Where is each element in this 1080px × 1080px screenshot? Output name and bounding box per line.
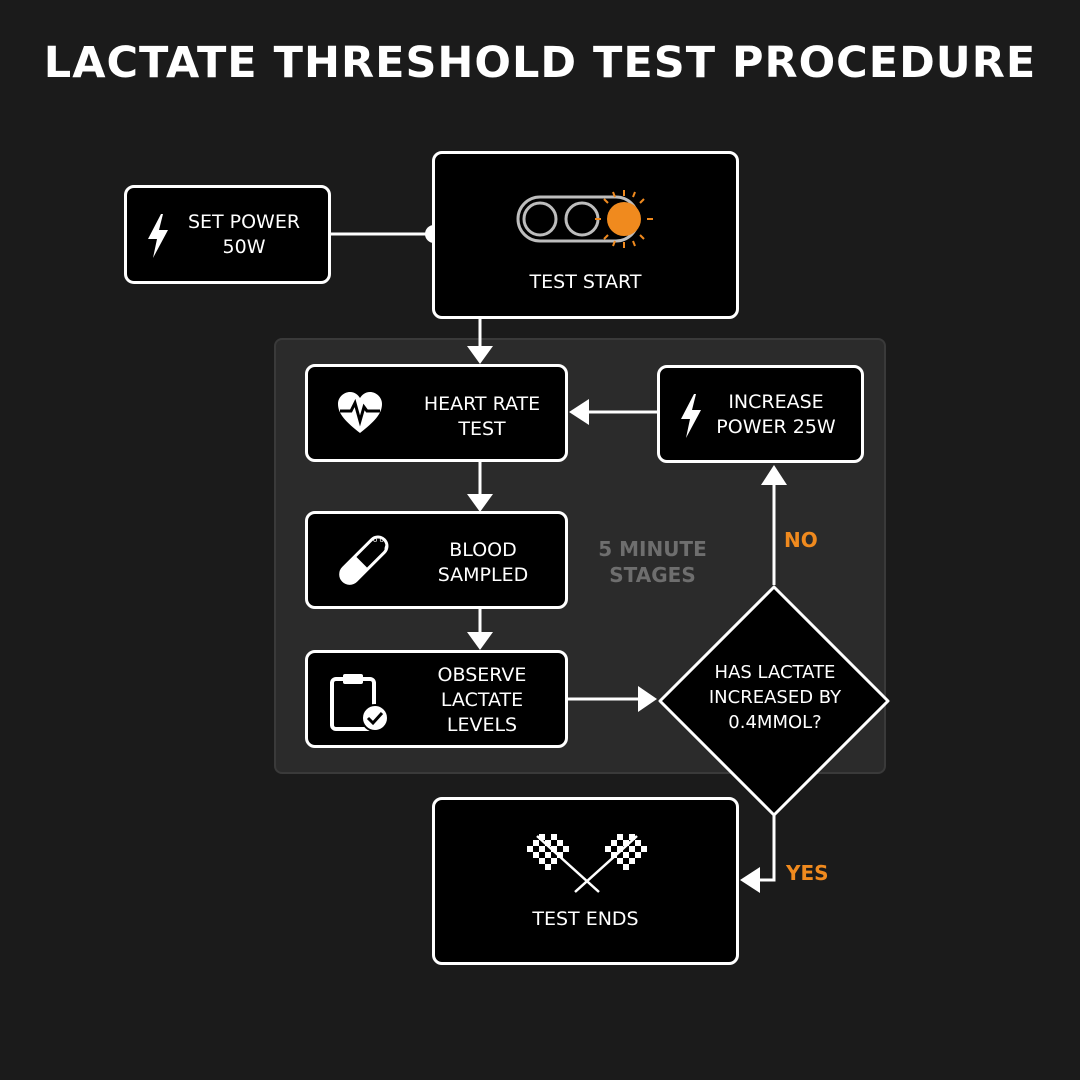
set-power-label: SET POWER 50W [187,211,301,258]
svg-text:o o: o o [373,536,384,544]
test-ends-label: TEST ENDS [532,908,639,930]
decision-label: HAS LACTATE INCREASED BY 0.4MMOL? [708,662,842,733]
arrow-head [569,399,589,425]
arrow-head [740,867,760,893]
lightning-icon [148,214,168,258]
blood-sampled-box: o o BLOOD SAMPLED [305,511,568,609]
test-tube-icon: o o [339,535,389,585]
branch-yes-label: YES [786,861,829,885]
set-power-box: SET POWER 50W [124,185,331,284]
heart-rate-box: HEART RATE TEST [305,364,568,462]
branch-no-label: NO [784,528,818,552]
connector-decision-end [758,815,776,882]
increase-power-label: INCREASE POWER 25W [716,391,836,438]
test-ends-box: TEST ENDS [432,797,739,965]
arrow-head [467,494,493,512]
test-start-box: TEST START [432,151,739,319]
lightning-icon [681,394,701,438]
observe-lactate-label: OBSERVE LACTATE LEVELS [437,664,527,736]
arrow-head [467,632,493,650]
checkered-flags-icon [527,834,647,893]
arrow-head [761,465,787,485]
heart-rate-icon [338,392,382,433]
arrow-head [467,346,493,364]
start-lights-icon [516,190,653,248]
page-title: LACTATE THRESHOLD TEST PROCEDURE [43,38,1037,88]
test-start-label: TEST START [529,271,642,293]
decision-diamond [658,585,890,817]
stage-label: 5 MINUTE STAGES [598,537,707,587]
arrow-head [638,686,657,712]
blood-sampled-label: BLOOD SAMPLED [437,539,529,586]
clipboard-check-icon [330,674,389,732]
observe-lactate-box: OBSERVE LACTATE LEVELS [305,650,568,748]
increase-power-box: INCREASE POWER 25W [657,365,864,463]
heart-rate-label: HEART RATE TEST [423,393,541,440]
